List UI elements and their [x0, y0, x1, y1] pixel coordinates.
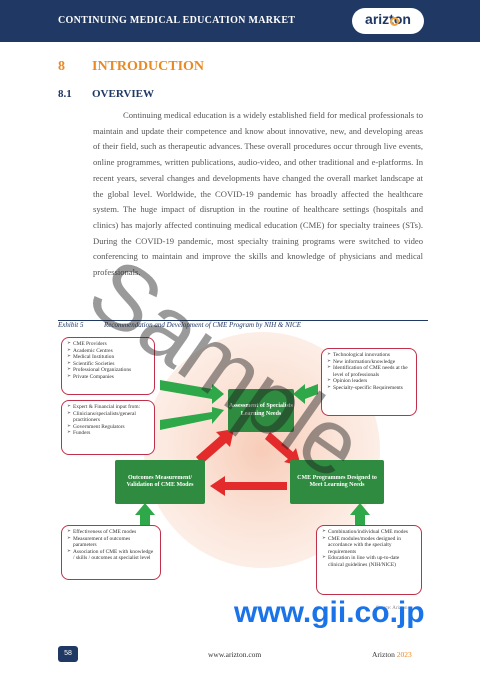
footer-year: 2023: [396, 650, 412, 659]
effectiveness-item: Association of CME with knowledge / skil…: [67, 549, 155, 562]
arrow-providers: [160, 380, 224, 404]
providers-item: CME Providers: [67, 341, 149, 348]
needs-item: Opinion leaders: [327, 378, 411, 385]
arrow-input: [160, 407, 224, 430]
report-title: CONTINUING MEDICAL EDUCATION MARKET: [58, 15, 296, 26]
overview-paragraph: Continuing medical education is a widely…: [93, 110, 423, 278]
arrow-needs: [293, 384, 318, 404]
logo-ring-icon: [390, 17, 399, 26]
effectiveness-item: Measurement of outcomes parameters: [67, 536, 155, 549]
providers-item: Private Companies: [67, 374, 149, 381]
effectiveness-item: Effectiveness of CME modes: [67, 529, 155, 536]
needs-item: Specialty-specific Requirements: [327, 385, 411, 392]
arrow-programmes-to-outcomes: [210, 476, 287, 496]
subsection-title: OVERVIEW: [92, 88, 154, 100]
combination-box: Combination/individual CME modes CME mod…: [316, 525, 422, 595]
page-header: CONTINUING MEDICAL EDUCATION MARKET ariz…: [0, 0, 480, 42]
logo-text: arizton: [365, 11, 411, 27]
needs-item: Technological innovations: [327, 352, 411, 359]
gii-watermark: www.gii.co.jp: [234, 596, 425, 629]
effectiveness-box: Effectiveness of CME modes Measurement o…: [61, 525, 161, 580]
programmes-node: CME Programmes Designed to Meet Learning…: [290, 460, 384, 504]
subsection-number: 8.1: [58, 88, 72, 100]
input-item: Expert & Financial input from:: [67, 404, 149, 411]
combination-item: CME modules/modes designed in accordance…: [322, 536, 416, 556]
arrow-assessment-to-programmes: [265, 432, 301, 466]
footer-brand: Arizton 2023: [372, 650, 412, 659]
needs-item: New information/knowledge: [327, 359, 411, 366]
footer-brand-name: Arizton: [372, 650, 395, 659]
page-number: 58: [58, 646, 78, 662]
outcomes-node: Outcomes Measurement/ Validation of CME …: [115, 460, 205, 504]
input-item: Government Regulators: [67, 424, 149, 431]
combination-item: Combination/individual CME modes: [322, 529, 416, 536]
exhibit-label: Exhibit 5: [58, 321, 84, 329]
needs-box: Technological innovations New informatio…: [321, 348, 417, 416]
input-item: Funders: [67, 430, 149, 437]
combination-item: Education in line with up-to-date clinic…: [322, 555, 416, 568]
providers-item: Professional Organizations: [67, 367, 149, 374]
providers-item: Medical Institution: [67, 354, 149, 361]
arizton-logo: arizton: [352, 8, 424, 34]
section-number: 8: [58, 59, 65, 74]
needs-item: Identification of CME needs at the level…: [327, 365, 411, 378]
assessment-node: Assessment of Specialists Learning Needs: [228, 389, 294, 432]
providers-item: Academic Centres: [67, 348, 149, 355]
providers-item: Scientific Societies: [67, 361, 149, 368]
source-note: Source: Arizton: [376, 606, 408, 611]
section-title: INTRODUCTION: [92, 59, 205, 74]
footer-url-link[interactable]: www.arizton.com: [208, 650, 262, 659]
exhibit-title: Recommendation and Development of CME Pr…: [104, 321, 302, 329]
input-box: Expert & Financial input from: Clinician…: [61, 400, 155, 455]
arrow-outcomes-to-assessment: [196, 429, 234, 464]
input-item: Clinicians/specialists/general practitio…: [67, 411, 149, 424]
providers-box: CME Providers Academic Centres Medical I…: [61, 337, 155, 395]
exhibit-divider: [58, 320, 428, 321]
